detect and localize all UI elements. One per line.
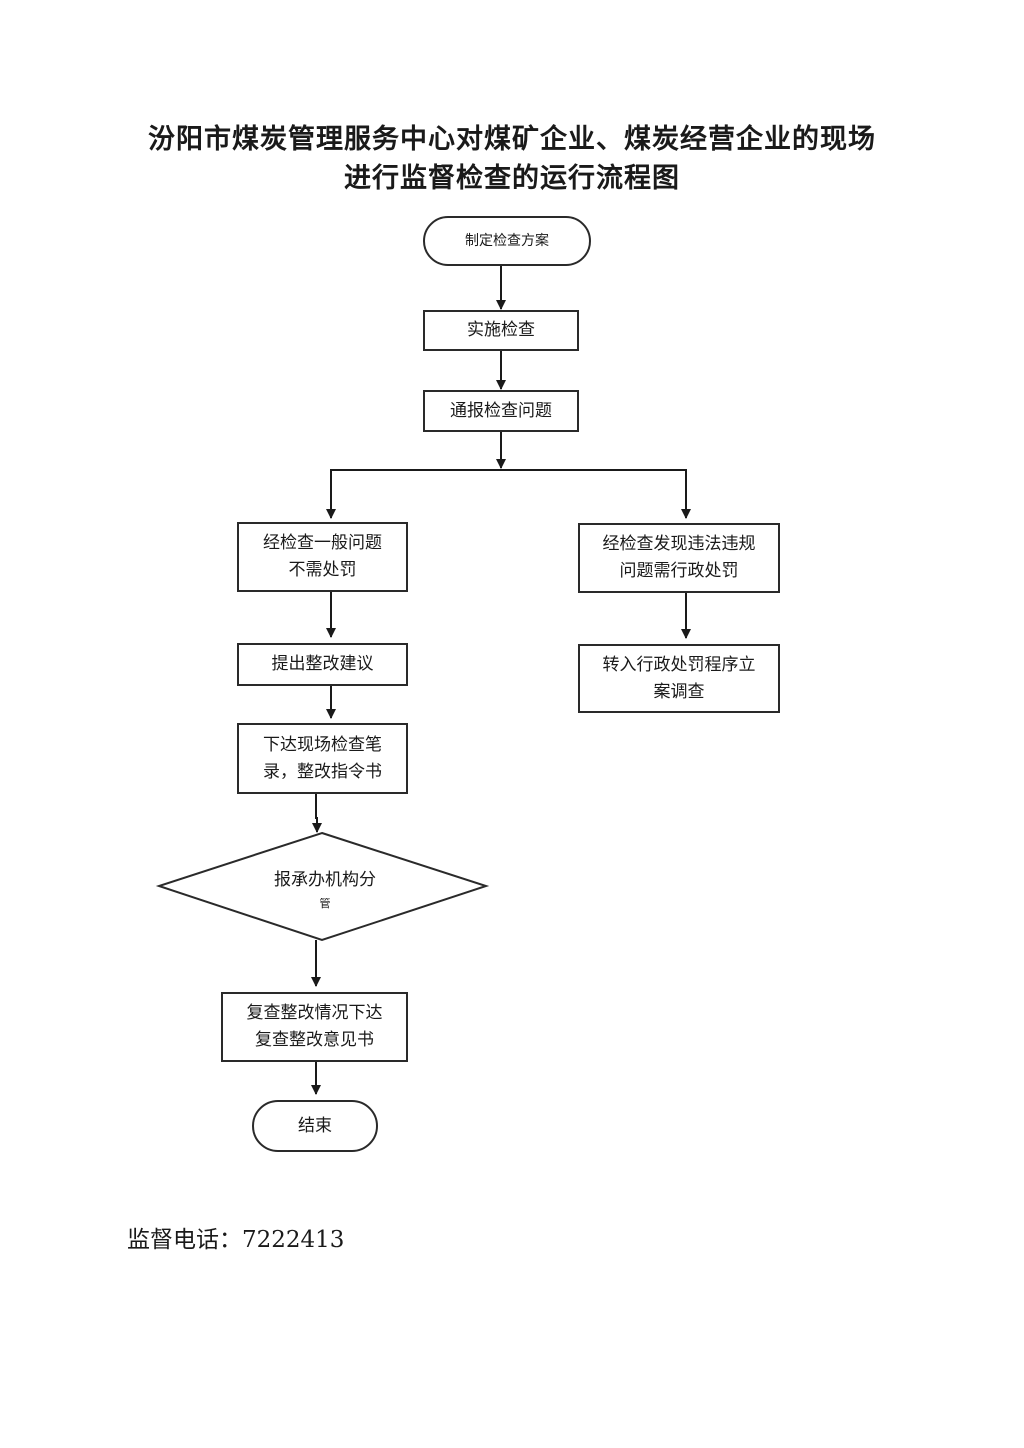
phone-label: 监督电话： bbox=[127, 1227, 242, 1253]
split-connector bbox=[330, 469, 687, 505]
end-label: 结束 bbox=[298, 1115, 332, 1136]
decision-text: 报承办机构分 bbox=[274, 870, 376, 890]
decision-diamond bbox=[155, 831, 490, 942]
phone-number: 7222413 bbox=[242, 1227, 345, 1253]
inspect-label: 实施检查 bbox=[467, 320, 535, 340]
transfer-line-2: 案调查 bbox=[653, 681, 705, 702]
issue-record-step: 下达现场检查笔 录，整改指令书 bbox=[237, 723, 408, 794]
review-line-1: 复查整改情况下达 bbox=[246, 1003, 383, 1023]
decision-overflow-text: 管 bbox=[319, 898, 331, 909]
transfer-line-1: 转入行政处罚程序立 bbox=[602, 654, 756, 675]
general-issue-step: 经检查一般问题 不需处罚 bbox=[237, 522, 408, 592]
page-title-line-1: 汾阳市煤炭管理服务中心对煤矿企业、煤炭经营企业的现场 bbox=[148, 124, 876, 155]
report-issues-label: 通报检查问题 bbox=[450, 400, 552, 421]
inspect-step: 实施检查 bbox=[423, 310, 579, 351]
violation-step: 经检查发现违法违规 问题需行政处罚 bbox=[578, 523, 780, 593]
end-terminal: 结束 bbox=[252, 1100, 378, 1152]
violation-line-2: 问题需行政处罚 bbox=[619, 561, 739, 581]
general-issue-line-1: 经检查一般问题 bbox=[263, 533, 382, 553]
decision-label: 报承办机构分 管 bbox=[250, 866, 400, 909]
issue-record-line-1: 下达现场检查笔 bbox=[263, 734, 382, 755]
issue-record-line-2: 录，整改指令书 bbox=[263, 761, 382, 782]
start-label: 制定检查方案 bbox=[465, 232, 549, 249]
violation-line-1: 经检查发现违法违规 bbox=[602, 534, 756, 554]
start-terminal: 制定检查方案 bbox=[423, 216, 591, 266]
review-line-2: 复查整改意见书 bbox=[255, 1030, 374, 1050]
transfer-step: 转入行政处罚程序立 案调查 bbox=[578, 644, 780, 713]
arrow-record-to-decision bbox=[312, 793, 322, 833]
supervision-phone: 监督电话：7222413 bbox=[127, 1220, 344, 1254]
review-step: 复查整改情况下达 复查整改意见书 bbox=[221, 992, 408, 1062]
general-issue-line-2: 不需处罚 bbox=[288, 560, 357, 580]
rectify-advice-step: 提出整改建议 bbox=[237, 643, 408, 686]
page-title-line-2: 进行监督检查的运行流程图 bbox=[344, 163, 680, 194]
rectify-advice-label: 提出整改建议 bbox=[271, 654, 374, 674]
report-issues-step: 通报检查问题 bbox=[423, 390, 579, 432]
